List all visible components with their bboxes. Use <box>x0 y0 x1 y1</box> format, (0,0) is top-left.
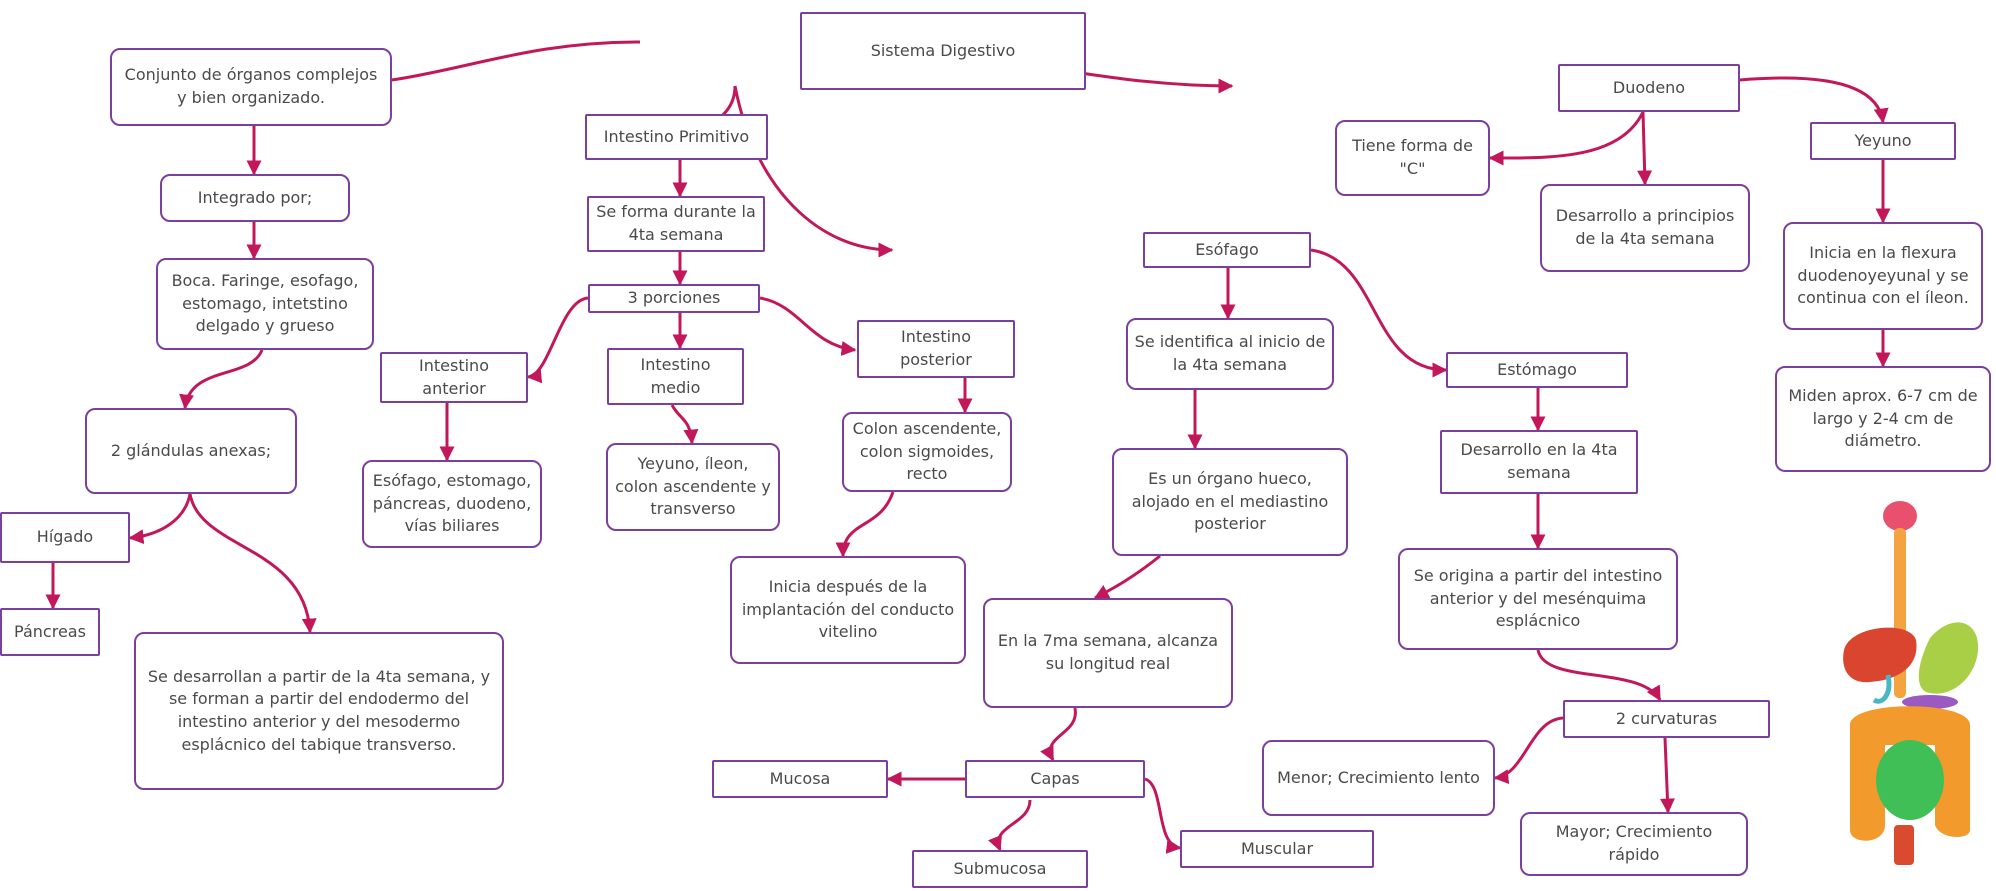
node-se-desarrollan: Se desarrollan a partir de la 4ta semana… <box>134 632 504 790</box>
edge-medio-yeyuno <box>670 404 699 445</box>
node-colon-ascendente: Colon ascendente, colon sigmoides, recto <box>842 412 1012 492</box>
node-desarrollo-principios: Desarrollo a principios de la 4ta semana <box>1540 184 1750 272</box>
edge-duodeno-forma <box>1488 111 1645 166</box>
node-inicia-flexura: Inicia en la flexura duodenoyeyunal y se… <box>1783 222 1983 330</box>
edge-glandulas-desarrollan <box>188 493 317 634</box>
node-tres-porciones: 3 porciones <box>588 284 760 313</box>
edge-glandulas-higado <box>128 493 192 545</box>
node-septima-semana: En la 7ma semana, alcanza su longitud re… <box>983 598 1233 708</box>
node-esofago-estomago-list: Esófago, estomago, páncreas, duodeno, ví… <box>362 460 542 548</box>
node-se-identifica: Se identifica al inicio de la 4ta semana <box>1126 318 1334 390</box>
node-mayor: Mayor; Crecimiento rápido <box>1520 812 1748 876</box>
node-boca-faringe: Boca. Faringe, esofago, estomago, intets… <box>156 258 374 350</box>
edge-hueco-septima <box>1093 554 1161 600</box>
node-pancreas: Páncreas <box>0 608 100 656</box>
edge-duodeno-desarrollo <box>1637 111 1653 186</box>
node-capas: Capas <box>965 760 1145 798</box>
edge-capas-submucosa <box>988 799 1032 852</box>
node-se-origina: Se origina a partir del intestino anteri… <box>1398 548 1678 650</box>
node-estomago: Estómago <box>1446 352 1628 388</box>
edge-porciones-anterior <box>526 296 589 384</box>
edge-curvaturas-menor <box>1493 716 1564 785</box>
edge-porciones-posterior <box>759 296 857 356</box>
edge-septima-capas <box>1040 707 1077 762</box>
node-intestino-medio: Intestino medio <box>607 348 744 405</box>
node-higado: Hígado <box>0 512 130 563</box>
node-desarrollo-4ta: Desarrollo en la 4ta semana <box>1440 430 1638 494</box>
node-mucosa: Mucosa <box>712 760 888 798</box>
node-muscular: Muscular <box>1180 830 1374 868</box>
edge-colon-inicia <box>835 491 895 558</box>
node-esofago: Esófago <box>1143 232 1311 268</box>
node-yeyuno: Yeyuno <box>1810 122 1956 160</box>
edge-boca-glandulas <box>179 349 264 410</box>
node-organo-hueco: Es un órgano hueco, alojado en el medias… <box>1112 448 1348 556</box>
edge-origina-curvaturas <box>1536 649 1662 702</box>
node-intestino-primitivo: Intestino Primitivo <box>585 114 768 160</box>
edge-duodeno-yeyuno <box>1739 76 1889 124</box>
node-menor: Menor; Crecimiento lento <box>1262 740 1495 816</box>
node-intestino-posterior: Intestino posterior <box>857 320 1015 378</box>
node-duodeno: Duodeno <box>1558 64 1740 112</box>
digestive-system-illustration <box>1843 501 1979 865</box>
edge-capas-muscular <box>1144 777 1182 854</box>
node-submucosa: Submucosa <box>912 850 1088 888</box>
node-conjunto: Conjunto de órganos complejos y bien org… <box>110 48 392 126</box>
node-dos-curvaturas: 2 curvaturas <box>1563 700 1770 738</box>
node-integrado-por: Integrado por; <box>160 174 350 222</box>
node-glandulas-anexas: 2 glándulas anexas; <box>85 408 297 494</box>
node-yeyuno-ileon-colon: Yeyuno, íleon, colon ascendente y transv… <box>606 443 780 531</box>
node-tiene-forma: Tiene forma de "C" <box>1335 120 1490 196</box>
edge-esofago-estomago <box>1310 248 1448 378</box>
node-inicia-despues: Inicia después de la implantación del co… <box>730 556 966 664</box>
node-sistema-digestivo: Sistema Digestivo <box>800 12 1086 90</box>
node-intestino-anterior: Intestino anterior <box>380 352 528 403</box>
edge-curvaturas-mayor <box>1659 737 1675 814</box>
node-se-forma: Se forma durante la 4ta semana <box>587 196 765 252</box>
node-miden: Miden aprox. 6-7 cm de largo y 2-4 cm de… <box>1775 366 1991 472</box>
